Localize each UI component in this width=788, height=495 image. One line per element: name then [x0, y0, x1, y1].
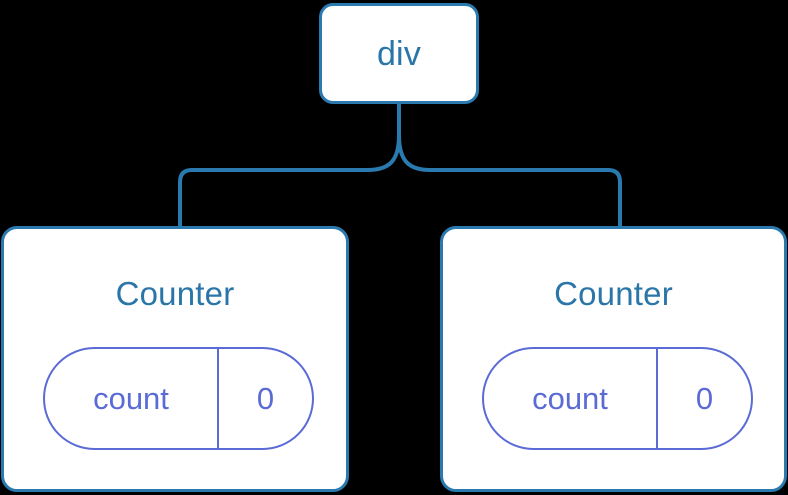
node-counter-right-label: Counter [554, 275, 673, 312]
state-pill-left-key: count [45, 349, 219, 448]
node-counter-left[interactable]: Counter count 0 [1, 226, 349, 492]
state-pill-right-value: 0 [695, 381, 714, 416]
node-div[interactable]: div [319, 3, 479, 104]
state-pill-left[interactable]: count 0 [43, 347, 314, 450]
state-pill-right-key: count [484, 349, 658, 448]
node-counter-left-label: Counter [115, 275, 235, 312]
node-counter-right[interactable]: Counter count 0 [440, 226, 787, 492]
connector-branch-right [397, 134, 622, 228]
state-pill-right[interactable]: count 0 [482, 347, 753, 450]
state-pill-left-value: 0 [256, 381, 275, 416]
connector-branch-left [178, 134, 401, 228]
node-div-label: div [376, 34, 422, 73]
